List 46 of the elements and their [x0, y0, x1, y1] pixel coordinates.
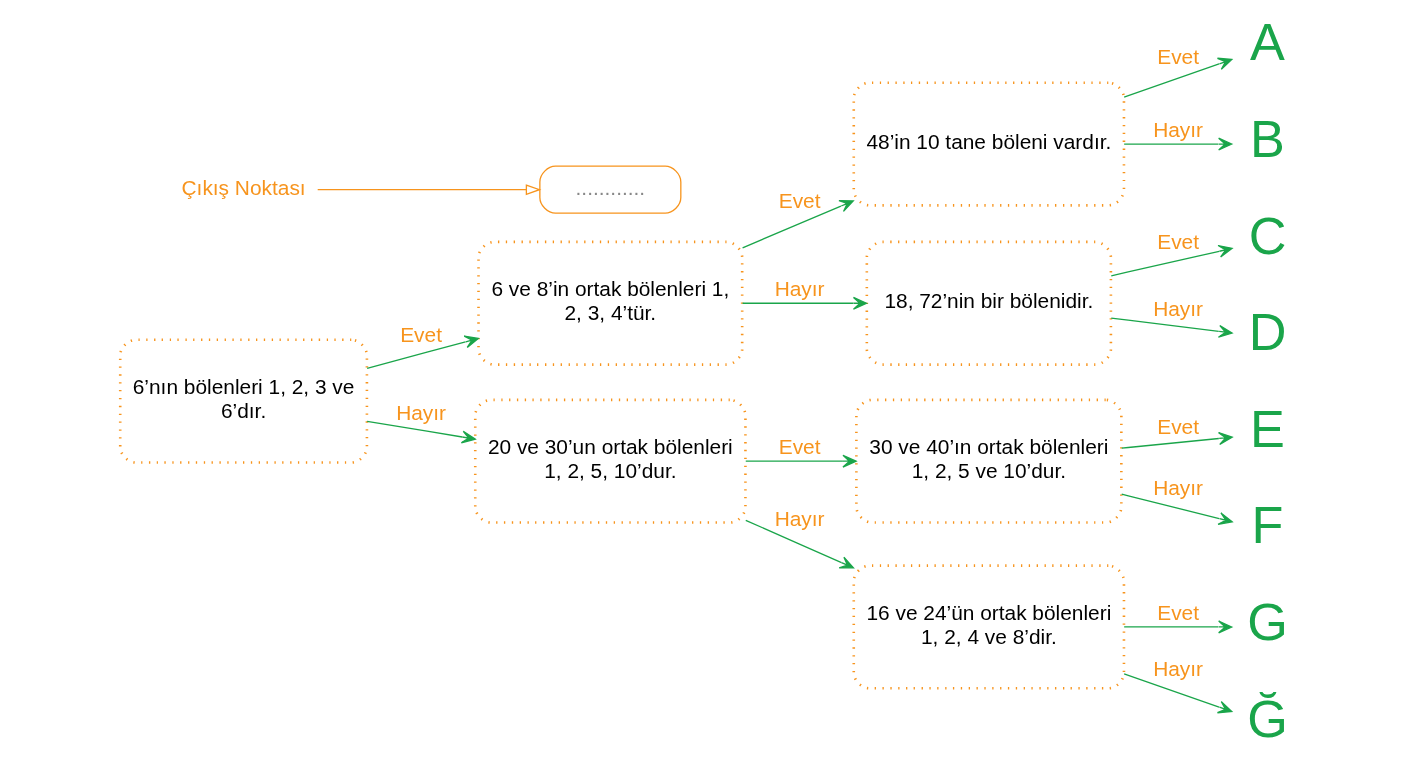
edge-label: Evet — [399, 323, 442, 347]
node-text: A — [1249, 13, 1285, 72]
edge-label: Evet — [1156, 45, 1199, 69]
arrow — [316, 184, 541, 196]
node-box: 30 ve 40’ın ortak bölenleri 1, 2, 5 ve 10’dur. — [854, 398, 1123, 524]
arrow — [744, 519, 854, 569]
edge-label: Hayır — [774, 507, 825, 531]
node-text: Ğ — [1246, 689, 1288, 748]
edge-label: Evet — [1156, 414, 1199, 438]
arrow — [1123, 620, 1232, 634]
arrow — [1110, 317, 1233, 338]
edge-label: Hayır — [1152, 657, 1203, 681]
edge-label: Evet — [778, 435, 820, 459]
arrow — [744, 454, 857, 468]
arrow — [366, 335, 479, 369]
edge-label: Hayır — [1152, 297, 1203, 321]
edge-label: Hayır — [774, 277, 825, 301]
arrow — [1120, 493, 1233, 526]
edge-label: Evet — [1156, 230, 1199, 254]
arrow — [1123, 57, 1232, 98]
edge-label: Hayır — [1152, 118, 1203, 142]
node-box: 6 ve 8’in ortak bölenleri 1, 2, 3, 4’tür. — [476, 240, 743, 366]
edge-label: Evet — [1156, 601, 1199, 625]
node-text: Çıkış Noktası — [181, 175, 306, 199]
node-box: 20 ve 30’un ortak bölenleri 1, 2, 5, 10’dur. — [473, 398, 747, 524]
node-text: F — [1251, 496, 1283, 555]
node-box: 18, 72’nin bir bölenidir. — [865, 240, 1112, 366]
arrow — [741, 199, 854, 249]
node-text: G — [1246, 593, 1288, 652]
node-text: D — [1248, 303, 1286, 362]
edge-label: Evet — [778, 188, 820, 212]
node-text: C — [1248, 206, 1286, 265]
node-text: B — [1249, 110, 1285, 169]
node-text: E — [1249, 399, 1285, 458]
node-box: ............ — [538, 165, 681, 214]
arrow — [741, 296, 867, 310]
arrow — [1110, 244, 1233, 277]
arrow — [366, 420, 476, 444]
node-box: 48’in 10 tane böleni vardır. — [851, 81, 1125, 207]
arrow — [1120, 431, 1233, 449]
arrow — [1123, 673, 1232, 714]
edge-label: Hayır — [395, 401, 446, 425]
arrow — [1123, 137, 1232, 151]
node-box: 6’nın bölenleri 1, 2, 3 ve 6’dır. — [118, 338, 368, 464]
node-box: 16 ve 24’ün ortak bölenleri 1, 2, 4 ve 8’dir. — [851, 564, 1125, 690]
edge-label: Hayır — [1152, 475, 1203, 499]
